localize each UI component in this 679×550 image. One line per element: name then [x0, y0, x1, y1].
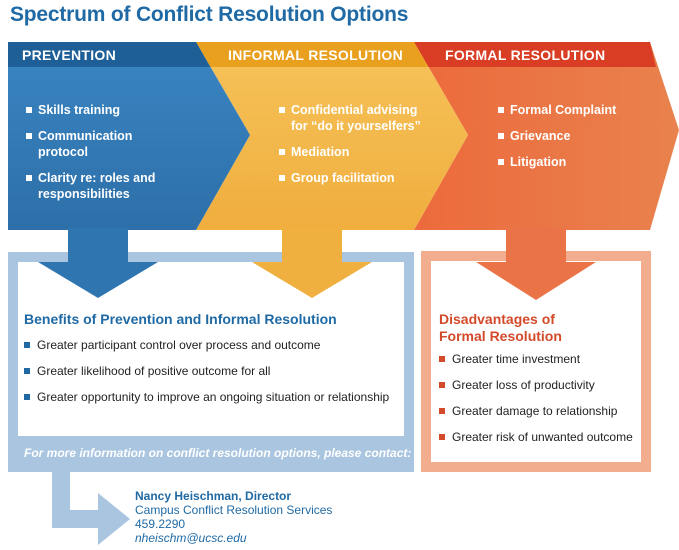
list-item: Greater opportunity to improve an ongoin… — [24, 390, 389, 405]
prevention-list: Skills training Communication protocol C… — [26, 102, 176, 212]
list-item: Greater participant control over process… — [24, 338, 389, 353]
list-item: Mediation — [279, 144, 429, 160]
list-item: Formal Complaint — [498, 102, 638, 118]
contact-name: Nancy Heischman, Director — [135, 489, 292, 503]
benefits-frame — [8, 252, 414, 472]
formal-chevron — [414, 42, 679, 230]
formal-heading: FORMAL RESOLUTION — [445, 47, 606, 63]
list-item: Litigation — [498, 154, 638, 170]
formal-list: Formal Complaint Grievance Litigation — [498, 102, 638, 180]
list-item: Clarity re: roles and responsibilities — [26, 170, 176, 202]
informal-list: Confidential advising for “do it yoursel… — [279, 102, 429, 196]
disadvantages-heading: Disadvantages of Formal Resolution — [439, 311, 562, 344]
prevention-header-band — [8, 42, 210, 67]
page-title: Spectrum of Conflict Resolution Options — [10, 3, 409, 26]
list-item: Greater loss of productivity — [439, 378, 633, 393]
list-item: Communication protocol — [26, 128, 176, 160]
formal-header-band — [414, 42, 656, 67]
list-item: Greater time investment — [439, 352, 633, 367]
informal-down-arrow — [252, 228, 372, 298]
list-item: Greater likelihood of positive outcome f… — [24, 364, 389, 379]
informal-heading: INFORMAL RESOLUTION — [228, 47, 403, 63]
prevention-down-arrow — [38, 228, 158, 298]
contact-prompt: For more information on conflict resolut… — [24, 446, 412, 460]
list-item: Confidential advising for “do it yoursel… — [279, 102, 429, 134]
disadvantages-list: Greater time investment Greater loss of … — [439, 352, 633, 456]
contact-email[interactable]: nheischm@ucsc.edu — [135, 531, 247, 545]
informal-header-band — [196, 42, 428, 67]
prevention-chevron — [8, 42, 250, 230]
contact-arrow — [52, 472, 130, 545]
contact-organization: Campus Conflict Resolution Services — [135, 503, 333, 517]
informal-chevron — [196, 42, 468, 230]
list-item: Greater damage to relationship — [439, 404, 633, 419]
benefits-heading: Benefits of Prevention and Informal Reso… — [24, 311, 337, 327]
list-item: Skills training — [26, 102, 176, 118]
list-item: Group facilitation — [279, 170, 429, 186]
list-item: Grievance — [498, 128, 638, 144]
list-item: Greater risk of unwanted outcome — [439, 430, 633, 445]
contact-phone: 459.2290 — [135, 517, 186, 531]
prevention-heading: PREVENTION — [22, 47, 117, 63]
formal-down-arrow — [476, 228, 596, 300]
contact-block: Nancy Heischman, Director Campus Conflic… — [135, 489, 332, 545]
benefits-list: Greater participant control over process… — [24, 338, 389, 416]
